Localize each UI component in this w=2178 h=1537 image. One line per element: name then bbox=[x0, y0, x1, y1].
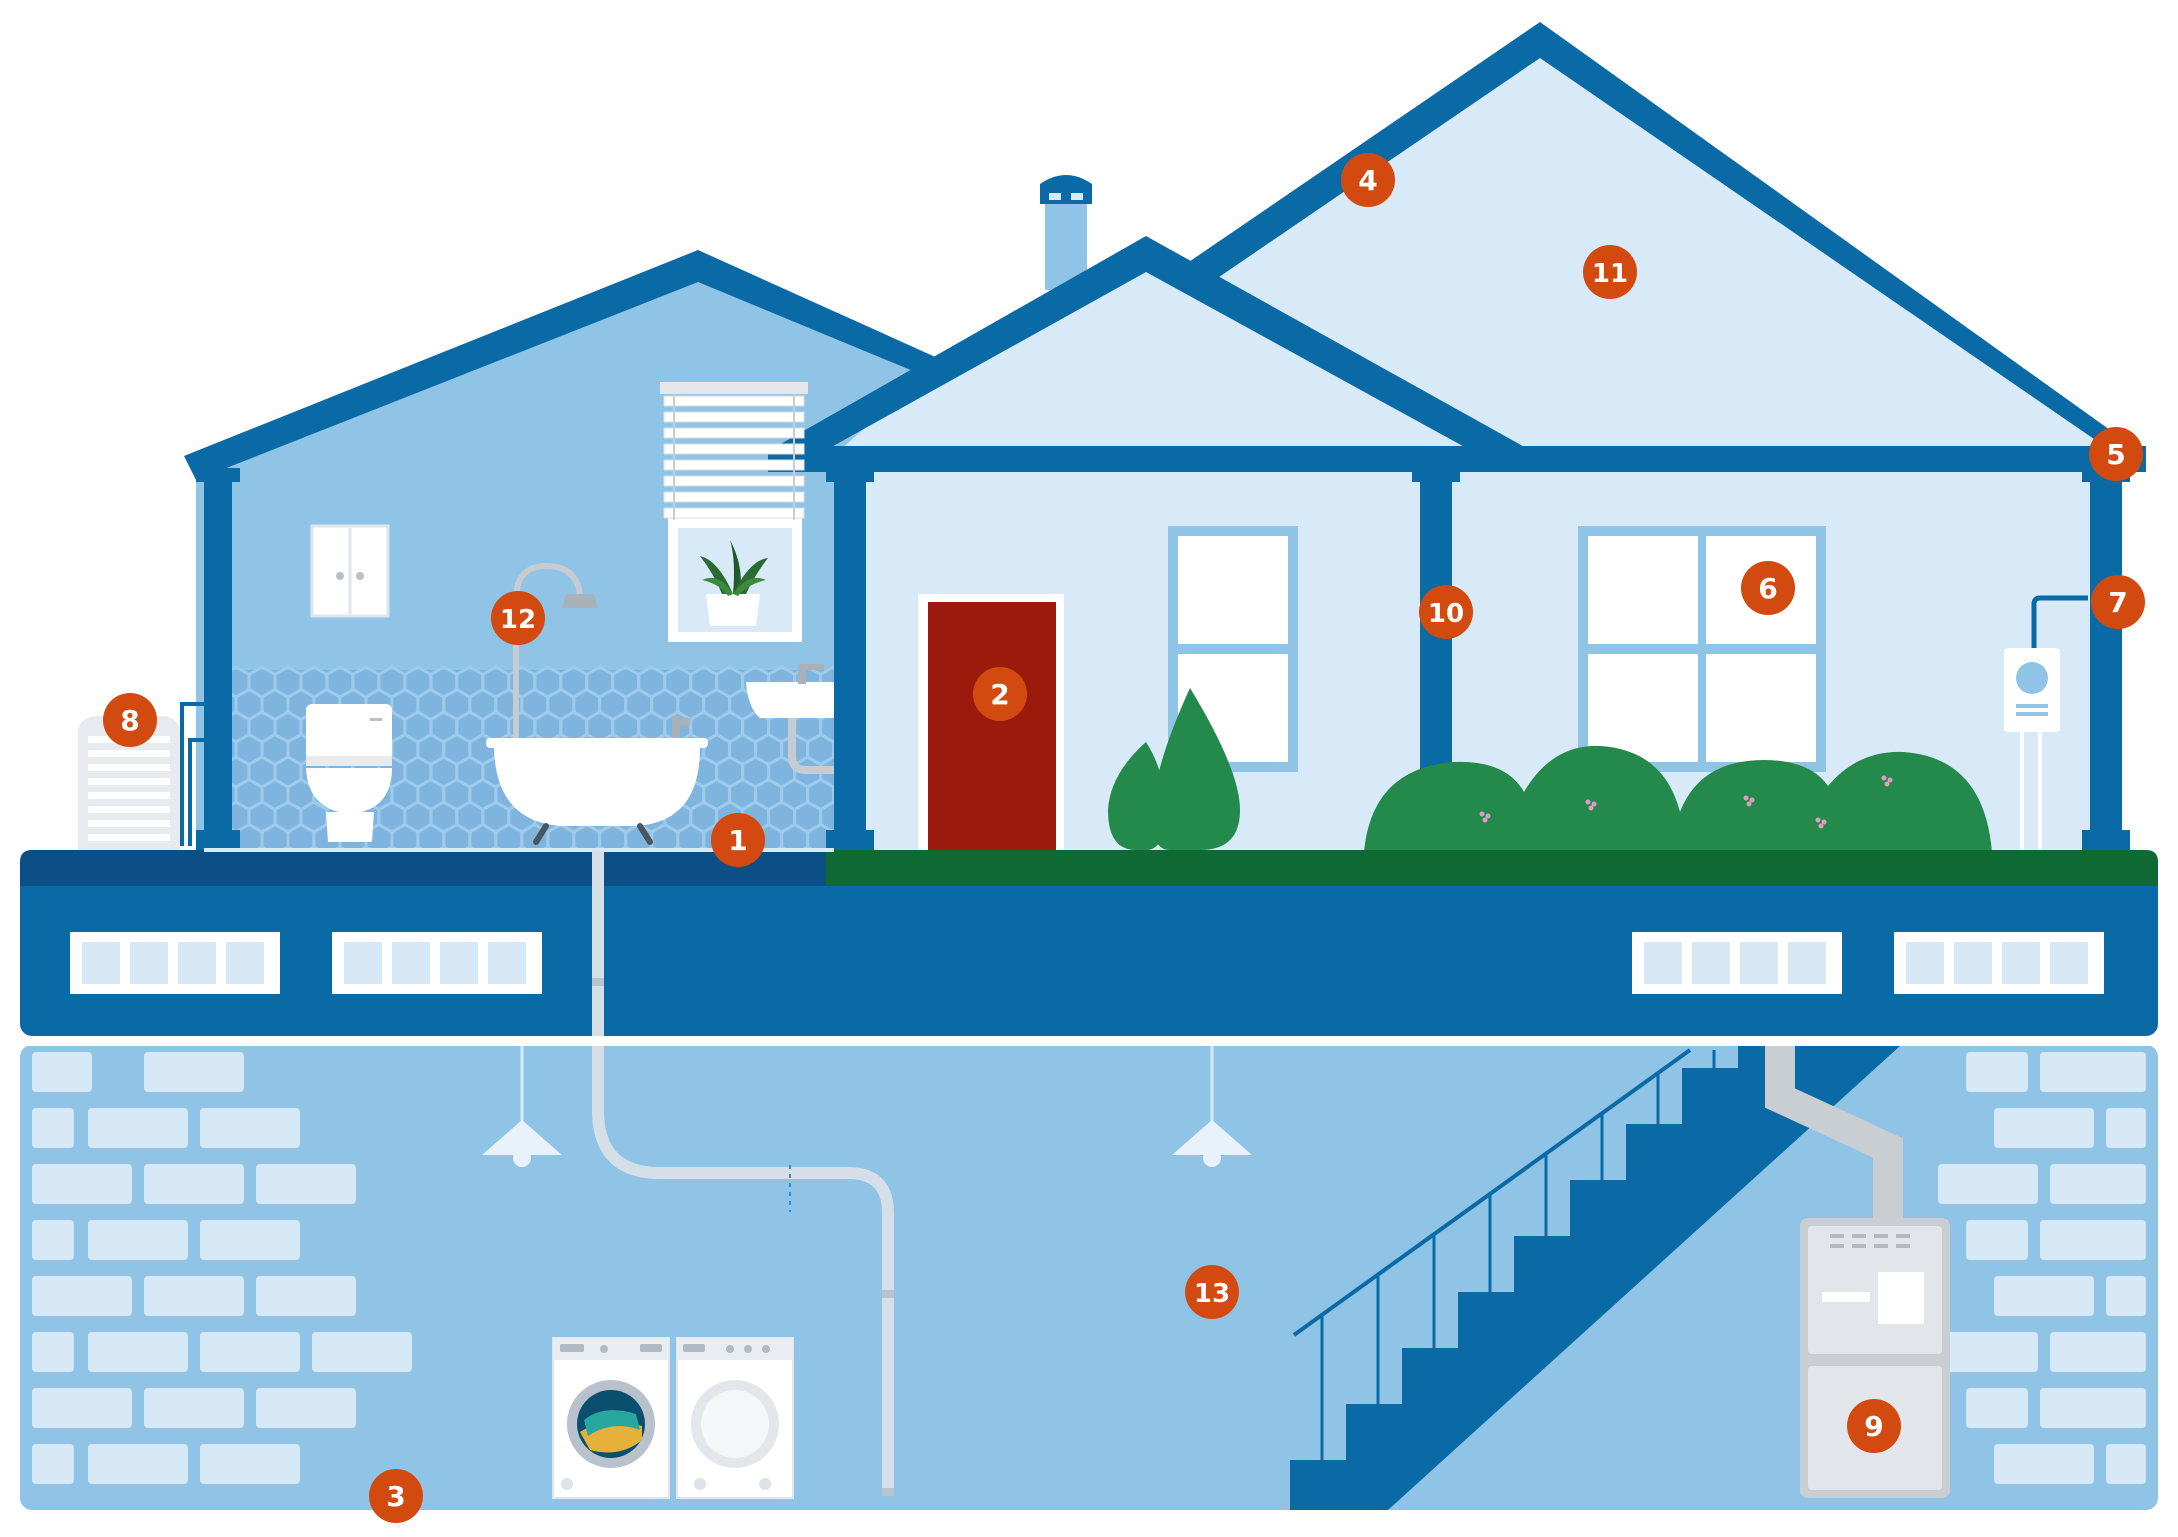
door-marker: 2 bbox=[973, 667, 1027, 721]
ceiling-lamp-icon bbox=[1172, 1036, 1252, 1167]
chimney-icon bbox=[1040, 175, 1092, 290]
ac-unit-marker: 8 bbox=[103, 693, 157, 747]
basement-ceiling-gap bbox=[20, 1036, 2158, 1046]
floor-vents bbox=[70, 932, 2104, 994]
marker-number: 11 bbox=[1592, 259, 1628, 289]
marker-badge bbox=[2091, 575, 2145, 629]
shrub-icon bbox=[1364, 745, 1992, 852]
front-window-right bbox=[1578, 526, 1826, 772]
marker-number: 2 bbox=[990, 678, 1009, 711]
marker-badge bbox=[103, 693, 157, 747]
marker-number: 7 bbox=[2108, 586, 2127, 619]
marker-number: 3 bbox=[386, 1480, 405, 1513]
water-heater-icon bbox=[2004, 595, 2088, 850]
marker-number: 4 bbox=[1358, 164, 1377, 197]
bathtub-icon bbox=[486, 716, 708, 845]
right-brick-wall bbox=[1938, 1052, 2146, 1484]
marker-badge bbox=[2089, 427, 2143, 481]
washer-icon bbox=[552, 1337, 670, 1499]
potted-plant-icon bbox=[700, 540, 768, 626]
shower-head-icon bbox=[513, 562, 598, 740]
floor-marker: 1 bbox=[711, 813, 765, 867]
water-heater-marker: 7 bbox=[2091, 575, 2145, 629]
marker-number: 9 bbox=[1864, 1410, 1883, 1443]
marker-number: 6 bbox=[1758, 572, 1777, 605]
marker-badge bbox=[369, 1469, 423, 1523]
furnace-marker: 9 bbox=[1847, 1399, 1901, 1453]
marker-badge bbox=[1741, 561, 1795, 615]
marker-number: 13 bbox=[1194, 1279, 1230, 1309]
basement-marker: 13 bbox=[1185, 1265, 1239, 1319]
attic-marker: 11 bbox=[1583, 245, 1637, 299]
marker-badge bbox=[973, 667, 1027, 721]
marker-badge bbox=[1419, 585, 1473, 639]
cabinet-icon bbox=[310, 524, 390, 618]
furnace-icon bbox=[1765, 1046, 1950, 1498]
eaves-marker: 5 bbox=[2089, 427, 2143, 481]
roof bbox=[184, 22, 2146, 480]
marker-number: 8 bbox=[120, 704, 139, 737]
dryer-icon bbox=[676, 1337, 794, 1499]
marker-number: 10 bbox=[1428, 599, 1464, 629]
marker-badge bbox=[1847, 1399, 1901, 1453]
marker-badge bbox=[711, 813, 765, 867]
bathroom-marker: 12 bbox=[491, 591, 545, 645]
foundation-wall-marker: 3 bbox=[369, 1469, 423, 1523]
marker-badge bbox=[1341, 153, 1395, 207]
window-marker: 6 bbox=[1741, 561, 1795, 615]
marker-badge bbox=[1185, 1265, 1239, 1319]
front-gable bbox=[792, 248, 1500, 450]
basement bbox=[20, 840, 2158, 1510]
marker-badge bbox=[1583, 245, 1637, 299]
left-brick-wall bbox=[32, 1052, 412, 1484]
bathroom-window bbox=[660, 382, 808, 642]
tree-icon bbox=[1108, 688, 1240, 850]
wall-column-marker: 10 bbox=[1419, 585, 1473, 639]
stairs-icon bbox=[1290, 1046, 1900, 1510]
toilet-icon bbox=[306, 704, 392, 842]
door-icon bbox=[918, 594, 1064, 850]
marker-number: 12 bbox=[500, 605, 536, 635]
floor-band bbox=[20, 848, 2158, 1040]
marker-badge bbox=[491, 591, 545, 645]
roof-marker: 4 bbox=[1341, 153, 1395, 207]
marker-number: 5 bbox=[2106, 438, 2125, 471]
ceiling-lamp-icon bbox=[482, 1036, 562, 1167]
marker-number: 1 bbox=[728, 824, 747, 857]
sink-icon bbox=[746, 664, 834, 774]
